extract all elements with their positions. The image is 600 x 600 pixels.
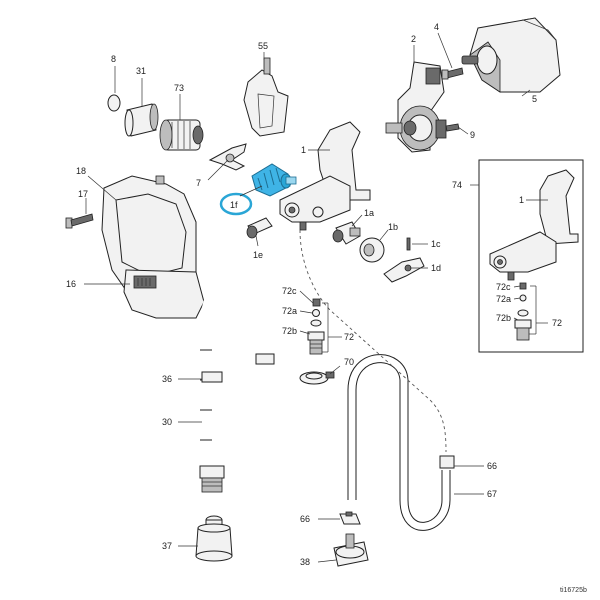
label-72-inset: 72 (552, 318, 562, 328)
motor-part (461, 17, 561, 93)
label-8: 8 (111, 54, 116, 64)
fitting-1e-part (246, 217, 273, 239)
label-7: 7 (196, 178, 201, 188)
label-72a: 72a (282, 306, 297, 316)
highlighted-part-1f (251, 163, 297, 197)
figure-id: ti16725b (560, 587, 587, 594)
hose-end-fitting-part (199, 465, 225, 493)
label-1-inset: 1 (519, 195, 524, 205)
pump-frame-part (279, 121, 371, 231)
shroud-18-part (101, 175, 197, 301)
label-72c: 72c (282, 286, 297, 296)
inset-pump-frame-part (489, 169, 579, 281)
label-9: 9 (470, 130, 475, 140)
valve-72-assembly-part (307, 298, 325, 355)
gear-73-part (159, 119, 204, 151)
o-ring-8-part (107, 94, 121, 112)
label-4: 4 (434, 22, 439, 32)
drive-housing-part (385, 61, 447, 153)
label-36: 36 (162, 374, 172, 384)
screw-9-part (445, 123, 460, 132)
label-70: 70 (344, 357, 354, 367)
label-1a: 1a (364, 208, 374, 218)
screw-17-part (65, 213, 94, 229)
label-1f: 1f (230, 200, 238, 210)
clip-66-lower-part (339, 511, 361, 525)
label-30: 30 (162, 417, 172, 427)
label-74: 74 (452, 180, 462, 190)
label-55: 55 (258, 41, 268, 51)
label-5: 5 (532, 94, 537, 104)
label-1: 1 (301, 145, 306, 155)
label-72: 72 (344, 332, 354, 342)
strainer-37-part (195, 515, 233, 562)
screw-4-part (441, 67, 464, 80)
label-73: 73 (174, 83, 184, 93)
pin-1c-part (406, 237, 411, 251)
cover-55-part (243, 57, 289, 137)
label-18: 18 (76, 166, 86, 176)
inset-valve-72-assembly-part (514, 282, 532, 341)
cover-16-part (123, 269, 205, 319)
suction-hose-part (200, 278, 312, 470)
label-1e: 1e (253, 250, 263, 260)
label-17: 17 (78, 189, 88, 199)
label-72b-inset: 72b (496, 313, 511, 323)
leader-lines (84, 32, 548, 563)
label-1c: 1c (431, 239, 441, 249)
handle-1d-part (383, 257, 425, 283)
inset-box-74 (478, 159, 584, 353)
label-72c-inset: 72c (496, 282, 511, 292)
label-66-lower: 66 (300, 514, 310, 524)
label-31: 31 (136, 66, 146, 76)
label-72b: 72b (282, 326, 297, 336)
label-37: 37 (162, 541, 172, 551)
return-hose-part (347, 354, 455, 531)
label-72a-inset: 72a (496, 294, 511, 304)
label-66-upper: 66 (487, 461, 497, 471)
label-16: 16 (66, 279, 76, 289)
label-38: 38 (300, 557, 310, 567)
clamp-70-part (299, 371, 335, 385)
knob-1b-part (359, 237, 385, 263)
crank-7-part (208, 143, 247, 171)
fitting-38-part (333, 533, 369, 567)
highlight-ring (219, 192, 253, 216)
part-labels: 8 31 73 55 2 4 5 9 1 18 7 1f 17 1e 1a 1b… (66, 22, 562, 567)
label-1b: 1b (388, 222, 398, 232)
drain-tube-path (299, 229, 447, 453)
fitting-1a-part (332, 221, 361, 245)
label-2: 2 (411, 34, 416, 44)
sleeve-31-part (124, 103, 159, 137)
label-67: 67 (487, 489, 497, 499)
label-1d: 1d (431, 263, 441, 273)
